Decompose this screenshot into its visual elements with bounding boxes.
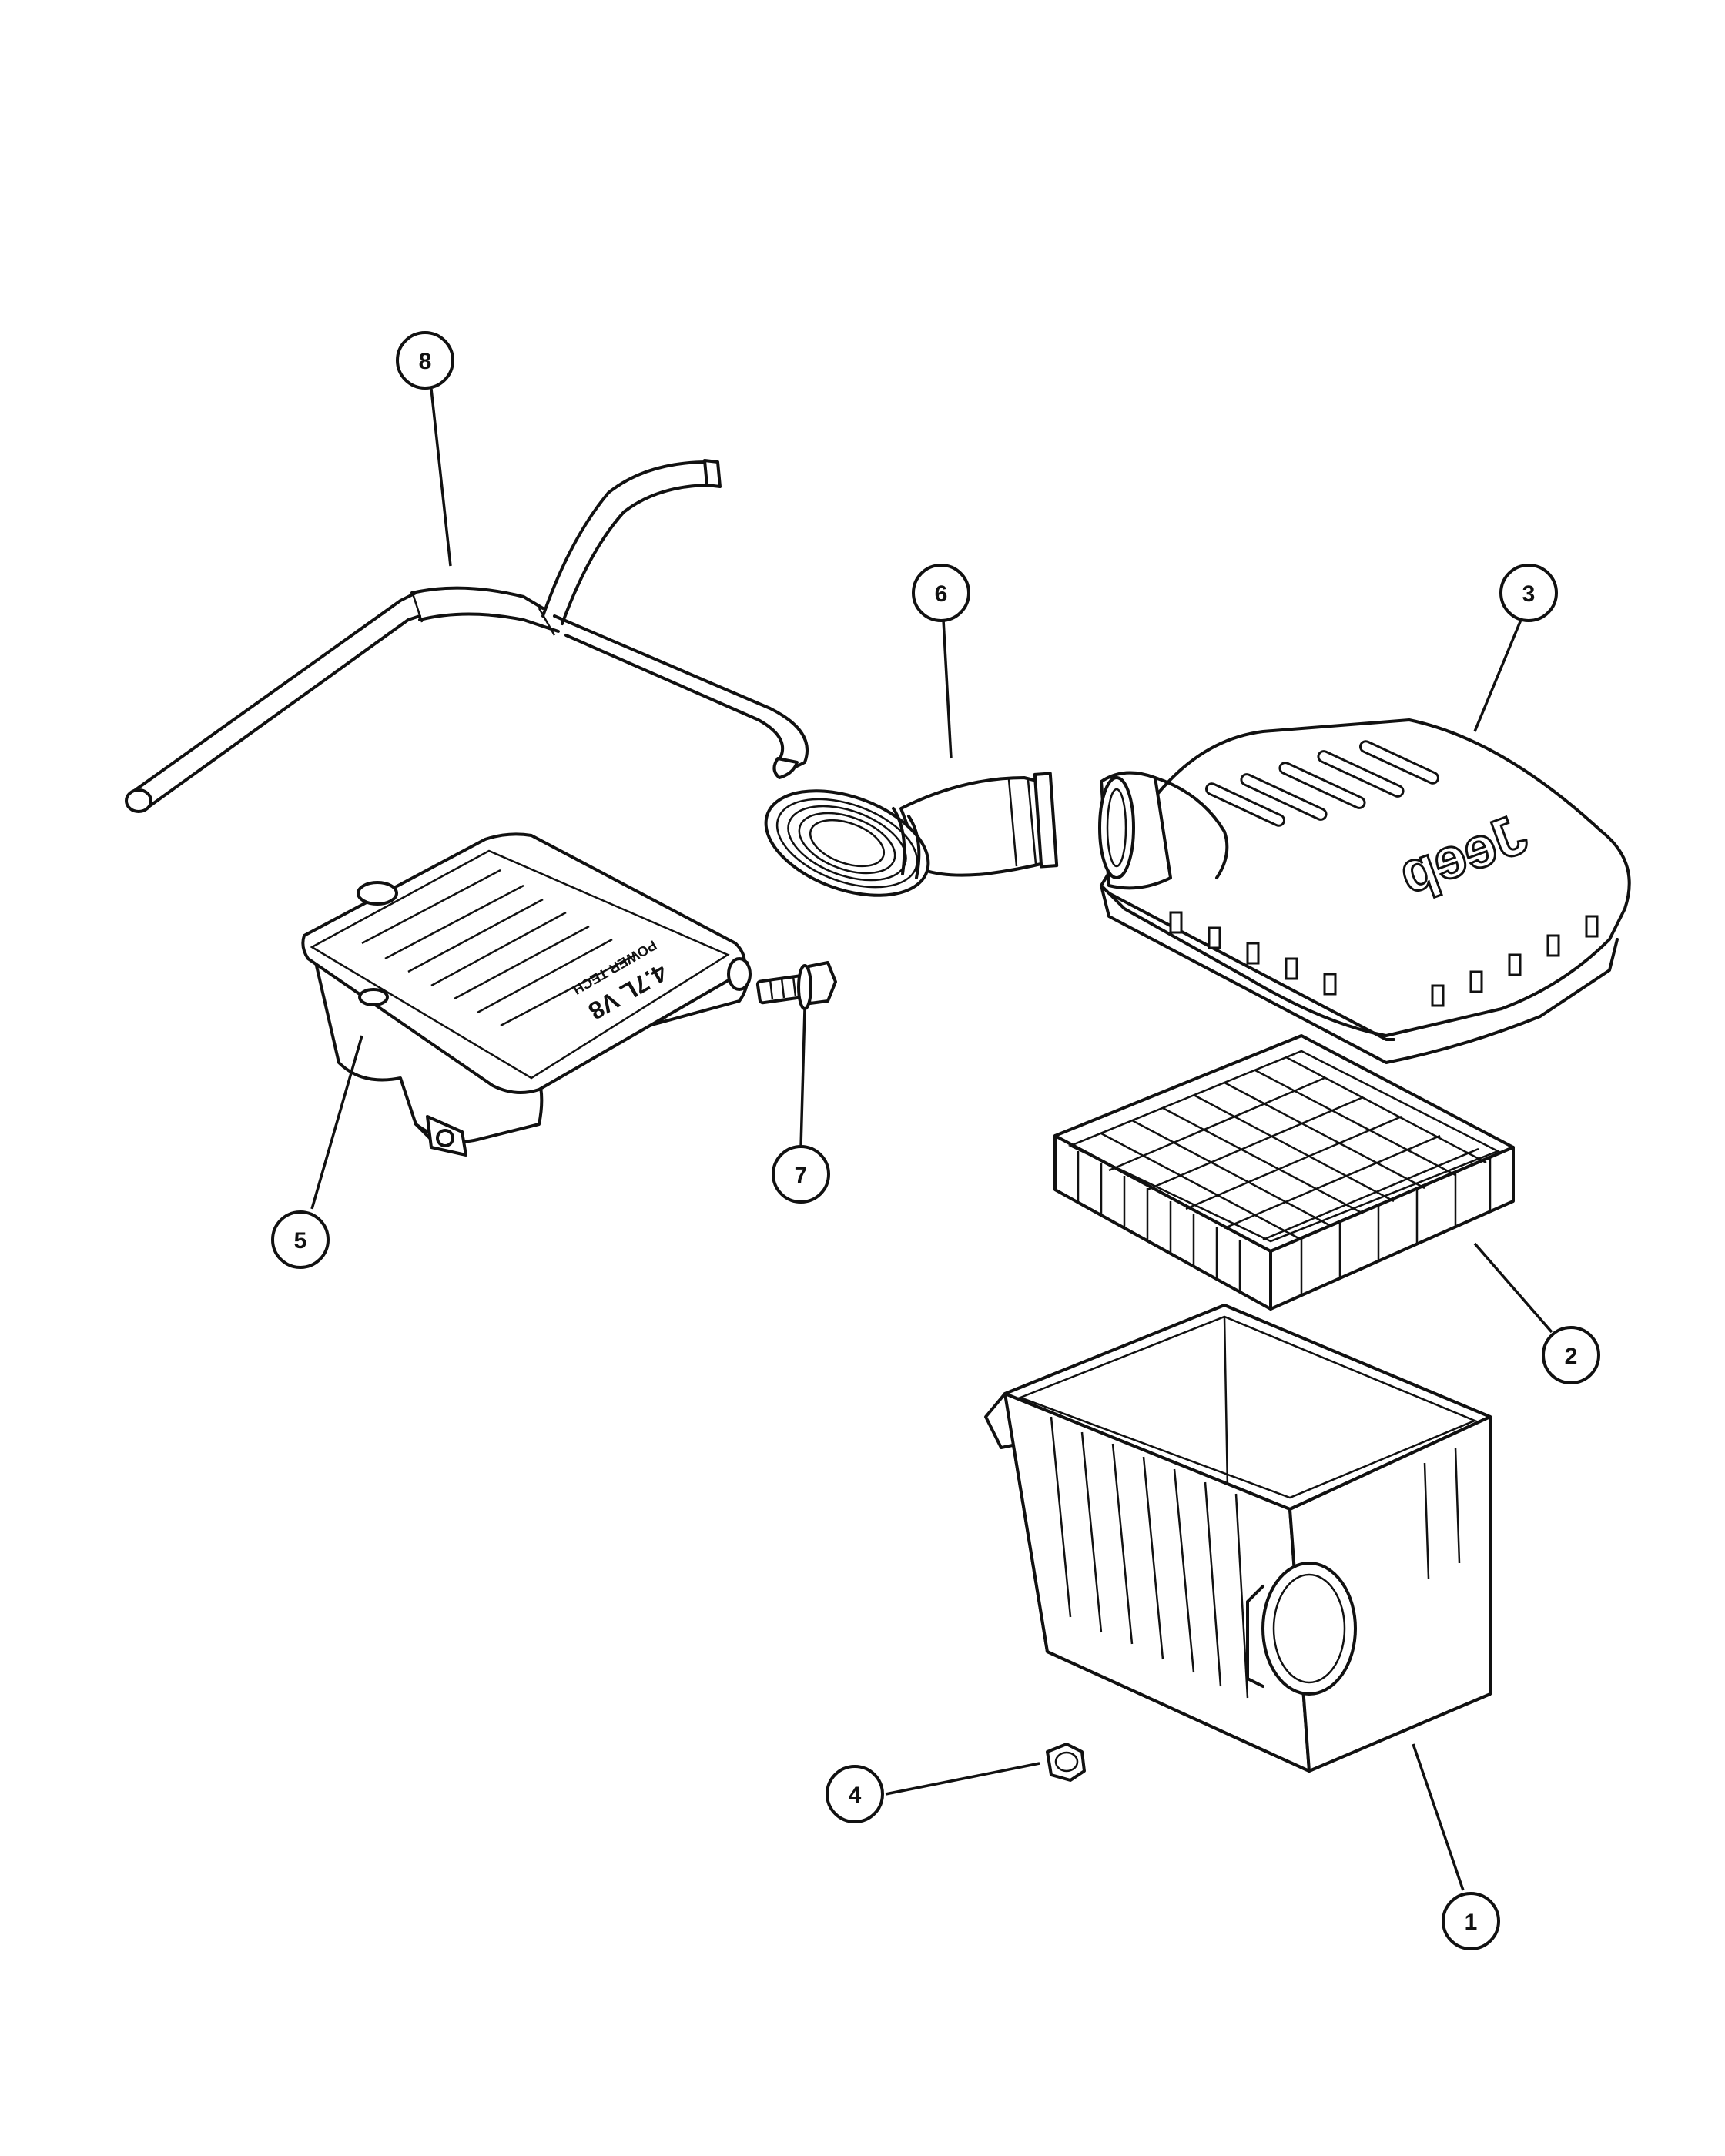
svg-text:2: 2 [1565,1344,1578,1369]
filter-pleats [1077,1151,1492,1296]
air-filter [1053,1034,1515,1311]
lid-rim-tabs [1169,911,1599,1007]
callout-6: 6 [912,564,970,622]
svg-text:7: 7 [795,1163,808,1188]
housing-front-ribs [1050,1416,1249,1699]
engine-cover: 4.7L V8 POWER TECH [301,832,752,1157]
callout-8: 8 [396,331,454,390]
screw [755,961,837,1010]
engine-cover-ribs [361,869,636,1027]
callout-3: 3 [1499,564,1558,622]
callout-7: 7 [772,1145,830,1204]
leader-5 [310,1035,363,1210]
filter-grid [1100,1056,1487,1241]
air-cleaner-lid: Jeep [1098,718,1631,1064]
breather-hose [125,459,809,813]
leader-lines [310,388,1553,1891]
housing-side-ribs [1423,1447,1461,1579]
leader-2 [1473,1242,1553,1334]
svg-text:3: 3 [1522,581,1536,607]
svg-text:6: 6 [935,581,948,607]
leader-3 [1473,619,1522,732]
callout-2: 2 [1542,1326,1600,1384]
leader-7 [799,1008,806,1148]
air-cleaner-housing [984,1304,1492,1773]
leader-1 [1412,1743,1465,1891]
callout-4: 4 [826,1765,884,1823]
svg-text:4: 4 [849,1783,862,1808]
callout-5: 5 [271,1210,330,1269]
svg-text:8: 8 [419,349,432,374]
svg-text:1: 1 [1465,1910,1478,1935]
callout-1: 1 [1442,1892,1500,1950]
leader-6 [942,619,953,759]
leader-8 [430,388,452,567]
leader-4 [885,1762,1040,1796]
grommet-nut [1046,1743,1086,1782]
intake-hose [764,772,1059,897]
lid-top-ribs [1204,740,1440,827]
svg-text:5: 5 [294,1228,307,1254]
